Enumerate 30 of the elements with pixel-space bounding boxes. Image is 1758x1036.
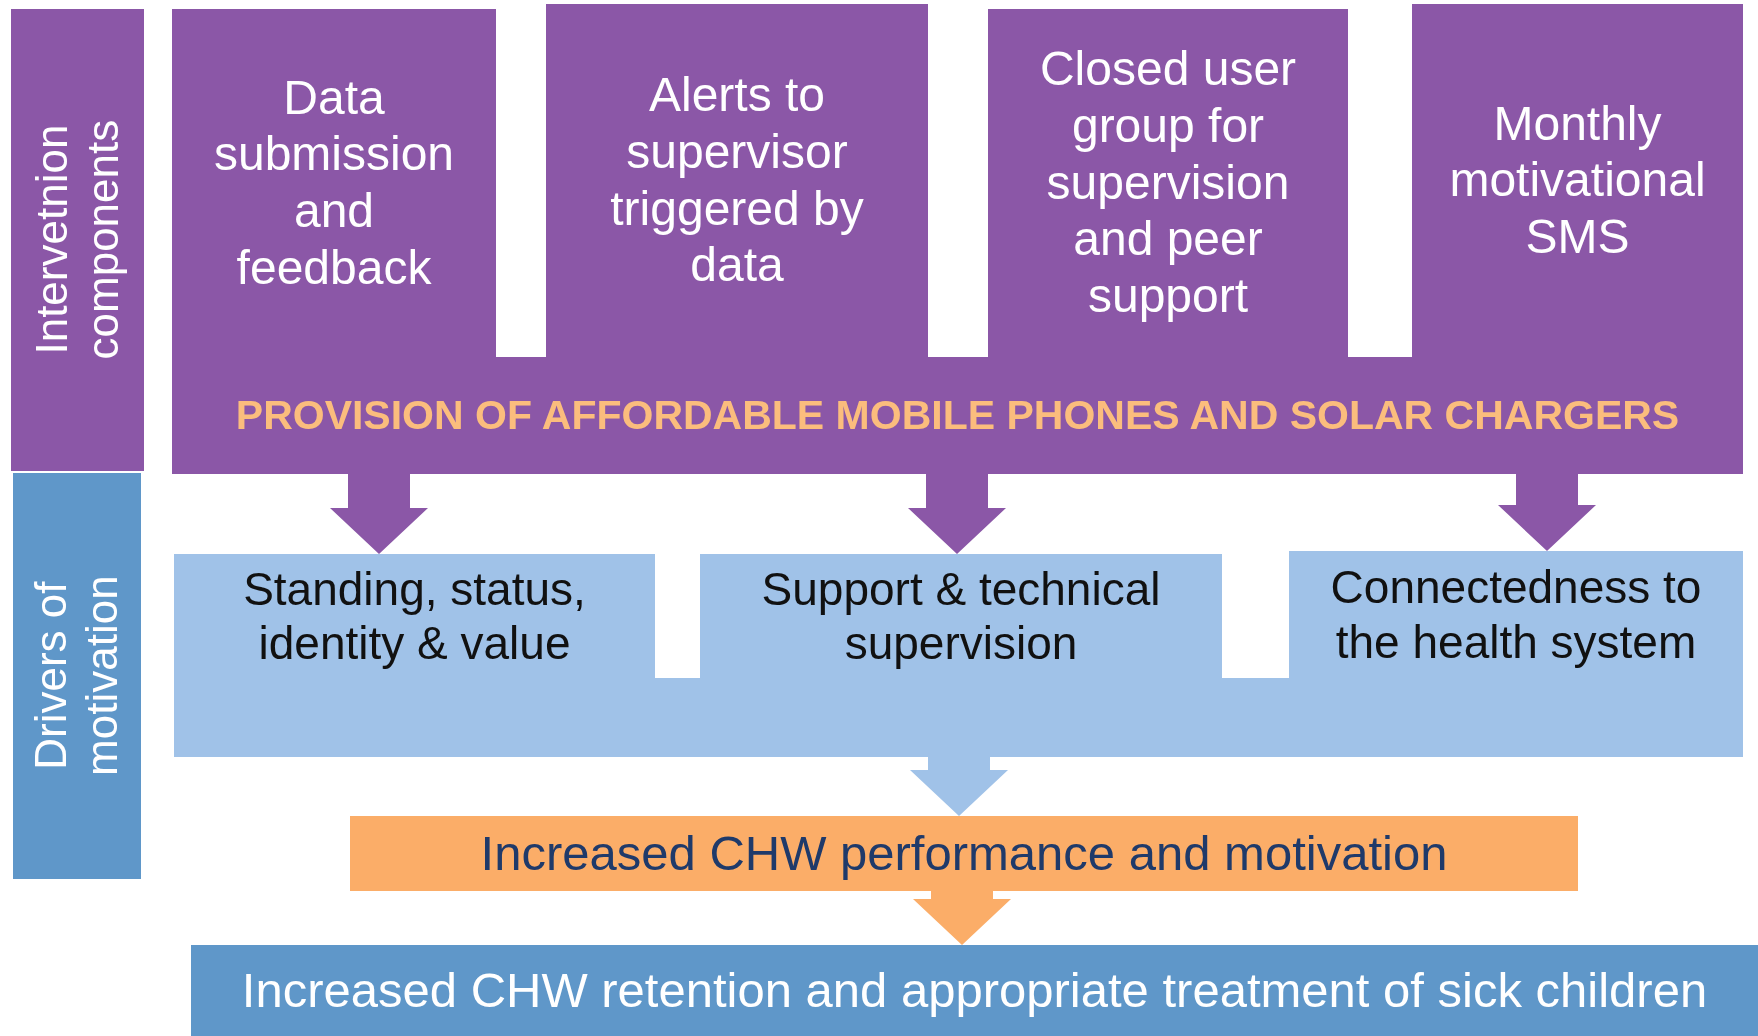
provision-band bbox=[172, 357, 1743, 474]
side-label-band bbox=[11, 9, 144, 471]
block-arrow bbox=[910, 757, 1008, 816]
outcome-box bbox=[350, 816, 1578, 891]
side-label-band bbox=[13, 473, 141, 879]
box-label: Connectedness to the health system bbox=[1329, 560, 1703, 669]
box-label: Alerts to supervisor triggered by data bbox=[609, 67, 865, 294]
result-box bbox=[191, 945, 1758, 1036]
driver-box bbox=[700, 554, 1222, 678]
box-label: PROVISION OF AFFORDABLE MOBILE PHONES AND SOLAR CHARGERS bbox=[235, 391, 1680, 440]
block-arrow bbox=[908, 474, 1006, 554]
component-box bbox=[1412, 4, 1743, 357]
driver-band bbox=[174, 678, 1743, 757]
block-arrow bbox=[330, 474, 428, 554]
box-label: Standing, status, identity & value bbox=[242, 561, 587, 671]
driver-box bbox=[1289, 551, 1743, 678]
driver-box bbox=[174, 554, 655, 678]
block-arrow bbox=[913, 891, 1011, 945]
component-box bbox=[988, 9, 1348, 357]
box-label: Increased CHW retention and appropriate treatment of sick children bbox=[241, 961, 1708, 1019]
box-label: Data submission and feedback bbox=[212, 69, 456, 296]
side-label: Drivers of motivation bbox=[26, 574, 127, 779]
component-box bbox=[172, 9, 496, 357]
box-label: Monthly motivational SMS bbox=[1448, 95, 1707, 265]
block-arrow bbox=[1498, 474, 1596, 551]
box-label: Increased CHW performance and motivation bbox=[480, 824, 1448, 882]
component-box bbox=[546, 4, 928, 357]
side-label: Intervetnion components bbox=[26, 119, 128, 362]
box-label: Closed user group for supervision and peer support bbox=[1038, 41, 1298, 324]
box-label: Support & technical supervision bbox=[760, 561, 1162, 671]
